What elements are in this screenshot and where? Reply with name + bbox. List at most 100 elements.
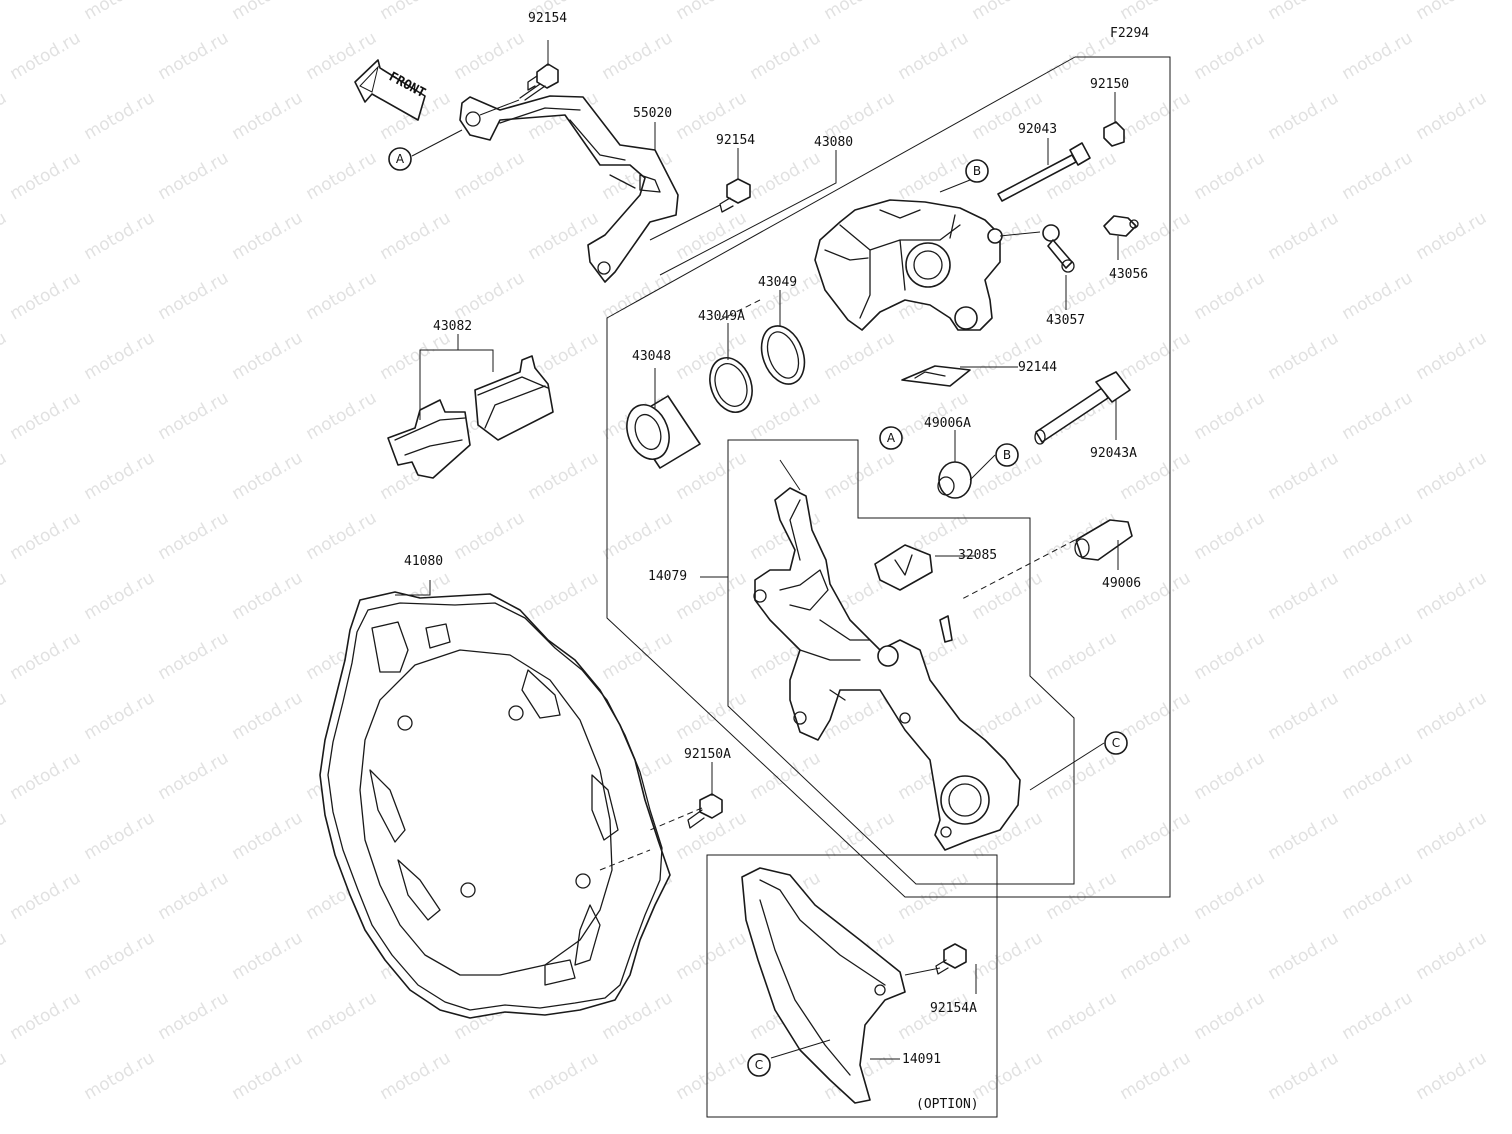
watermark-text: motod.ru bbox=[1413, 688, 1491, 744]
watermark-text: motod.ru bbox=[7, 508, 85, 564]
caliper-seals bbox=[709, 325, 806, 413]
label-43057: 43057 bbox=[1046, 313, 1085, 328]
watermark-text: motod.ru bbox=[0, 688, 10, 744]
option-label: (OPTION) bbox=[916, 1097, 979, 1112]
slide-pin-92043A bbox=[1034, 371, 1131, 445]
watermark-text: motod.ru bbox=[0, 328, 10, 384]
watermark-text: motod.ru bbox=[81, 88, 159, 144]
watermark-text: motod.ru bbox=[1339, 988, 1417, 1044]
watermark-text: motod.ru bbox=[1265, 208, 1343, 264]
guide-clip-32085 bbox=[874, 544, 933, 591]
label-92150: 92150 bbox=[1090, 77, 1129, 92]
watermark-text: motod.ru bbox=[1413, 0, 1491, 24]
watermark-text: motod.ru bbox=[7, 748, 85, 804]
watermark-text: motod.ru bbox=[969, 1048, 1047, 1104]
watermark-text: motod.ru bbox=[303, 268, 381, 324]
watermark-text: motod.ru bbox=[895, 28, 973, 84]
pad-spring-92144 bbox=[901, 365, 971, 387]
watermark-text: motod.ru bbox=[0, 808, 10, 864]
watermark-text: motod.ru bbox=[81, 328, 159, 384]
watermark-text: motod.ru bbox=[969, 0, 1047, 24]
label-92154-mid: 92154 bbox=[716, 133, 755, 148]
figure-code: F2294 bbox=[1110, 26, 1149, 41]
watermark-text: motod.ru bbox=[599, 628, 677, 684]
watermark-text: motod.ru bbox=[1117, 928, 1195, 984]
watermark-text: motod.ru bbox=[1413, 448, 1491, 504]
watermark-text: motod.ru bbox=[229, 568, 307, 624]
watermark-text: motod.ru bbox=[747, 748, 825, 804]
watermark-text: motod.ru bbox=[0, 568, 10, 624]
watermark-text: motod.ru bbox=[1339, 388, 1417, 444]
svg-text:B: B bbox=[973, 164, 981, 178]
watermark-text: motod.ru bbox=[303, 148, 381, 204]
watermark-text: motod.ru bbox=[81, 448, 159, 504]
watermark-text: motod.ru bbox=[0, 448, 10, 504]
label-92144: 92144 bbox=[1018, 360, 1057, 375]
svg-text:C: C bbox=[755, 1058, 763, 1072]
watermark-text: motod.ru bbox=[1117, 328, 1195, 384]
watermark-text: motod.ru bbox=[969, 328, 1047, 384]
watermark-text: motod.ru bbox=[81, 208, 159, 264]
watermark-text: motod.ru bbox=[1265, 0, 1343, 24]
watermark-text: motod.ru bbox=[451, 148, 529, 204]
watermark-text: motod.ru bbox=[673, 928, 751, 984]
watermark-text: motod.ru bbox=[155, 868, 233, 924]
watermark-text: motod.ru bbox=[1117, 688, 1195, 744]
watermark-text: motod.ru bbox=[525, 1048, 603, 1104]
watermark-text: motod.ru bbox=[1043, 748, 1121, 804]
watermark-text: motod.ru bbox=[229, 88, 307, 144]
brake-pads bbox=[387, 355, 554, 479]
watermark-text: motod.ru bbox=[0, 928, 10, 984]
watermark-text: motod.ru bbox=[1191, 628, 1269, 684]
caliper-assembly-frame bbox=[606, 56, 1171, 898]
watermark-text: motod.ru bbox=[1191, 868, 1269, 924]
watermark-text: motod.ru bbox=[451, 508, 529, 564]
watermark-text: motod.ru bbox=[81, 688, 159, 744]
label-92043: 92043 bbox=[1018, 122, 1057, 137]
watermark-text: motod.ru bbox=[7, 388, 85, 444]
label-49006A: 49006A bbox=[924, 416, 971, 431]
label-92154-top: 92154 bbox=[528, 11, 567, 26]
ref-marker-A-top: A bbox=[388, 147, 412, 171]
brake-caliper-body bbox=[814, 199, 1003, 331]
ref-marker-C-bracket: C bbox=[1104, 731, 1128, 755]
watermark-text: motod.ru bbox=[229, 688, 307, 744]
cap-92150 bbox=[1103, 121, 1125, 147]
watermark-text: motod.ru bbox=[1339, 868, 1417, 924]
watermark-text: motod.ru bbox=[229, 0, 307, 24]
watermark-text: motod.ru bbox=[1043, 868, 1121, 924]
watermark-text: motod.ru bbox=[1339, 748, 1417, 804]
watermark-text: motod.ru bbox=[821, 328, 899, 384]
label-43048: 43048 bbox=[632, 349, 671, 364]
watermark-text: motod.ru bbox=[525, 448, 603, 504]
watermark-text: motod.ru bbox=[1413, 208, 1491, 264]
label-43080: 43080 bbox=[814, 135, 853, 150]
watermark-text: motod.ru bbox=[895, 868, 973, 924]
caliper-mount-plate bbox=[459, 95, 679, 283]
watermark-text: motod.ru bbox=[81, 928, 159, 984]
watermark-text: motod.ru bbox=[155, 148, 233, 204]
bolt-92154-top bbox=[519, 63, 559, 101]
watermark-text: motod.ru bbox=[451, 28, 529, 84]
label-49006: 49006 bbox=[1102, 576, 1141, 591]
watermark-text: motod.ru bbox=[1117, 1048, 1195, 1104]
label-55020: 55020 bbox=[633, 106, 672, 121]
watermark-text: motod.ru bbox=[525, 568, 603, 624]
ref-marker-B-caliper: B bbox=[965, 159, 989, 183]
watermark-text: motod.ru bbox=[673, 208, 751, 264]
watermark-text: motod.ru bbox=[155, 28, 233, 84]
watermark-text: motod.ru bbox=[1339, 268, 1417, 324]
watermark-text: motod.ru bbox=[1265, 448, 1343, 504]
watermark-text: motod.ru bbox=[451, 268, 529, 324]
ref-marker-B-pin: B bbox=[995, 443, 1019, 467]
watermark-text: motod.ru bbox=[1191, 988, 1269, 1044]
label-43056: 43056 bbox=[1109, 267, 1148, 282]
watermark-text: motod.ru bbox=[303, 988, 381, 1044]
bleeder-valve-43056 bbox=[1103, 215, 1139, 237]
watermark-text: motod.ru bbox=[821, 448, 899, 504]
caliper-guard-14091 bbox=[741, 867, 906, 1104]
label-92154A: 92154A bbox=[930, 1001, 977, 1016]
watermark-text: motod.ru bbox=[81, 808, 159, 864]
slide-pin-92043 bbox=[997, 142, 1091, 202]
svg-text:A: A bbox=[887, 431, 896, 445]
